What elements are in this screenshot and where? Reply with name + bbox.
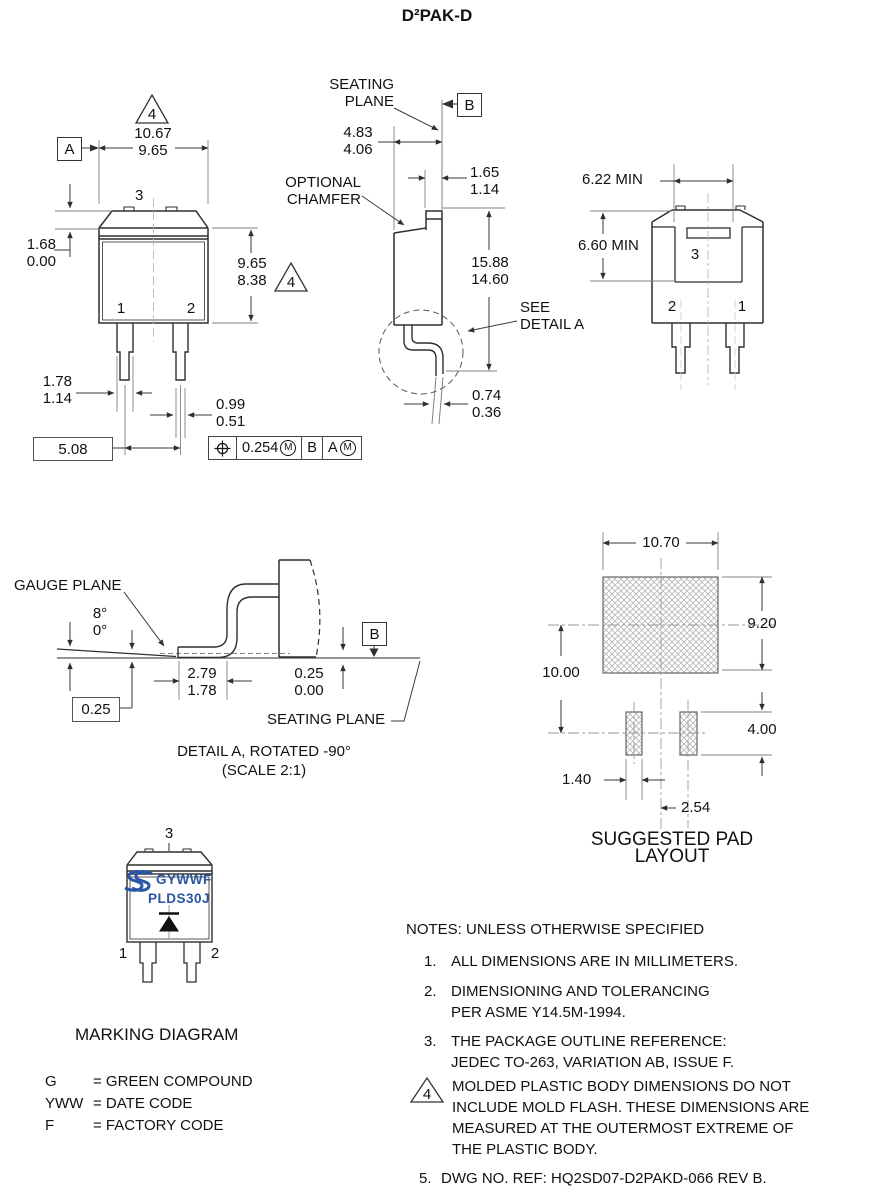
seating-plane-label: SEATING PLANE <box>329 76 394 110</box>
dim-pad-height: 9.20 <box>747 615 777 632</box>
mmc-modifier-icon: M <box>280 440 297 456</box>
datum-b-box: B <box>457 93 482 117</box>
mold-flash-flag-icon: 4 <box>273 261 309 292</box>
page-title: D²PAK-D <box>401 6 473 25</box>
dim-tab-min-width: 6.22 MIN <box>582 171 643 188</box>
dim-overall-length: 15.88 14.60 <box>471 254 509 288</box>
diode-symbol-icon <box>159 905 179 938</box>
svg-text:4: 4 <box>148 106 156 123</box>
back-view-lines <box>590 164 764 390</box>
svg-text:4: 4 <box>287 274 295 291</box>
marking-legend: G = GREEN COMPOUND YWW = DATE CODE F = F… <box>45 1071 253 1137</box>
gauge-plane-label: GAUGE PLANE <box>14 577 122 594</box>
dim-lead-angle: 8° 0° <box>92 605 108 639</box>
dim-standoff: 0.25 0.00 <box>294 665 324 699</box>
dim-foot-length: 2.79 1.78 <box>187 665 217 699</box>
see-detail-a-label: SEE DETAIL A <box>520 299 585 333</box>
dim-tab-thickness: 1.65 1.14 <box>470 164 500 198</box>
detail-a-lines <box>56 559 421 722</box>
legend-row: YWW = DATE CODE <box>45 1093 253 1115</box>
dim-pad-offset: 2.54 <box>681 799 711 816</box>
front-pin1-label: 1 <box>116 300 126 317</box>
legend-row: G = GREEN COMPOUND <box>45 1071 253 1093</box>
dim-pad-width: 10.70 <box>642 534 680 551</box>
marking-code-line1: GYWWF <box>156 872 212 887</box>
marking-pin3-label: 3 <box>164 825 174 842</box>
position-symbol-icon <box>209 437 237 459</box>
front-view-lines <box>54 140 258 455</box>
mold-flash-flag-icon: 4 <box>134 93 170 124</box>
dim-small-pad-width: 1.40 <box>562 771 592 788</box>
note-item: 4 MOLDED PLASTIC BODY DIMENSIONS DO NOT … <box>409 1076 809 1160</box>
marking-pin1-label: 1 <box>118 945 128 962</box>
side-view-lines <box>361 99 518 425</box>
datum-b-box: B <box>362 622 387 646</box>
marking-pin2-label: 2 <box>210 945 220 962</box>
pad-layout-caption: SUGGESTED PAD LAYOUT <box>590 829 754 867</box>
note-item: 1. ALL DIMENSIONS ARE IN MILLIMETERS. <box>424 953 739 970</box>
dim-small-pad-height: 4.00 <box>747 721 777 738</box>
back-pin3-label: 3 <box>690 246 700 263</box>
svg-text:4: 4 <box>423 1086 431 1103</box>
marking-code-line2: PLDS30J <box>148 891 211 906</box>
dim-tab-min-height: 6.60 MIN <box>578 237 639 254</box>
back-pin2-label: 2 <box>667 298 677 315</box>
optional-chamfer-label: OPTIONAL CHAMFER <box>285 174 361 208</box>
front-pin2-label: 2 <box>186 300 196 317</box>
note-item: 5. DWG NO. REF: HQ2SD07-D2PAKD-066 REV B… <box>419 1170 767 1187</box>
marking-package-lines <box>124 843 213 983</box>
legend-desc: = FACTORY CODE <box>93 1117 224 1134</box>
dim-body-depth: 4.83 4.06 <box>343 124 373 158</box>
dim-pad-pitch-vertical: 10.00 <box>542 664 580 681</box>
dim-gauge-box: 0.25 <box>72 697 120 722</box>
notes-header: NOTES: UNLESS OTHERWISE SPECIFIED <box>406 921 705 938</box>
legend-desc: = GREEN COMPOUND <box>93 1073 253 1090</box>
front-pin3-label: 3 <box>135 187 144 204</box>
dim-front-width: 10.67 9.65 <box>134 125 172 159</box>
legend-key: F <box>45 1117 55 1134</box>
fcf-tolerance: 0.254 <box>242 440 279 456</box>
seating-plane-label: SEATING PLANE <box>267 711 386 728</box>
legend-key: YWW <box>45 1095 84 1112</box>
tsc-logo-icon <box>124 869 153 892</box>
dim-pocket-depth: 1.68 0.00 <box>26 236 56 270</box>
datum-a-box: A <box>57 137 82 161</box>
detail-a-scale: (SCALE 2:1) <box>221 762 307 779</box>
note-item: 3. THE PACKAGE OUTLINE REFERENCE: JEDEC … <box>424 1033 735 1071</box>
dim-lead-thickness: 0.99 0.51 <box>216 396 246 430</box>
mold-flash-flag-icon: 4 <box>409 1076 445 1103</box>
fcf-datum-a: A <box>327 440 338 456</box>
mmc-modifier-icon: M <box>339 440 356 456</box>
pad-layout-lines <box>548 532 775 830</box>
legend-desc: = DATE CODE <box>93 1095 193 1112</box>
feature-control-frame: 0.254 M B A M <box>208 436 362 460</box>
back-pin1-label: 1 <box>737 298 747 315</box>
fcf-datum-b: B <box>302 437 323 459</box>
legend-row: F = FACTORY CODE <box>45 1115 253 1137</box>
marking-diagram-caption: MARKING DIAGRAM <box>75 1025 239 1044</box>
detail-a-caption: DETAIL A, ROTATED -90° <box>177 743 351 760</box>
dim-foot-thickness: 0.74 0.36 <box>472 387 502 421</box>
dim-body-height: 9.65 8.38 <box>237 255 267 289</box>
dim-lead-width: 1.78 1.14 <box>42 373 72 407</box>
dim-lead-pitch-box: 5.08 <box>33 437 113 461</box>
legend-key: G <box>45 1073 57 1090</box>
note-item: 2. DIMENSIONING AND TOLERANCING PER ASME… <box>424 983 710 1021</box>
